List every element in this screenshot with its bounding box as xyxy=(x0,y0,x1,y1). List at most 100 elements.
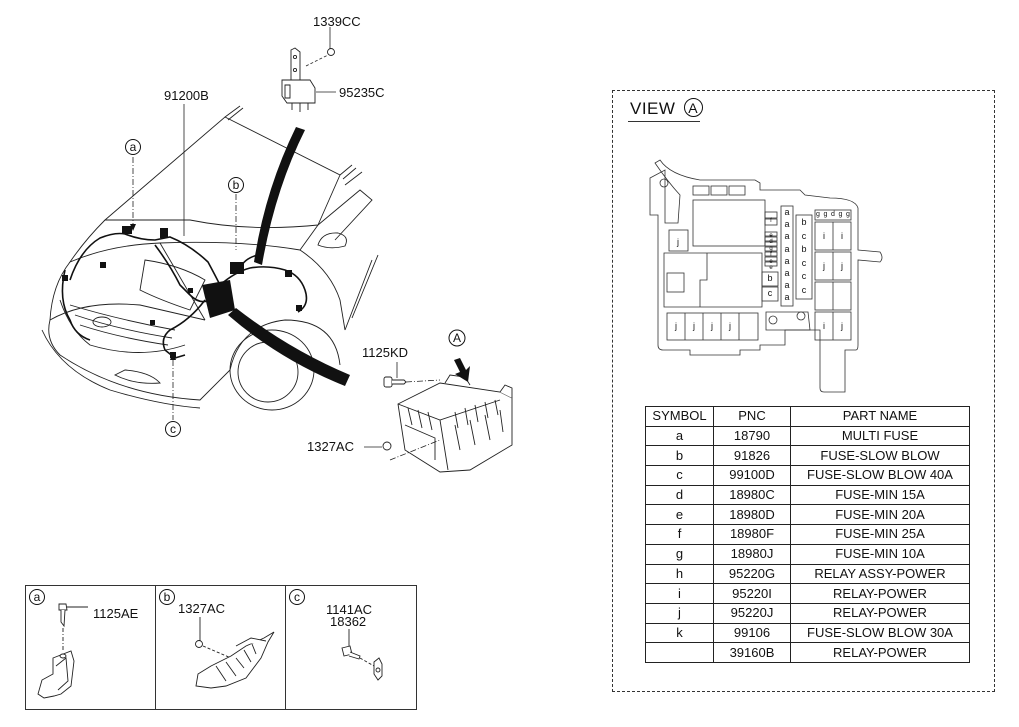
cell-pnc: 95220I xyxy=(713,583,791,604)
relay-slot-right: j xyxy=(841,321,843,331)
header-part-name: PART NAME xyxy=(790,406,970,427)
fuse-slot-mini: d xyxy=(831,211,835,218)
cell-symbol: f xyxy=(645,524,714,545)
cell-pnc: 95220G xyxy=(713,563,791,585)
callout-1125KD: 1125KD xyxy=(362,345,409,360)
cell-symbol: d xyxy=(645,484,714,506)
detail-boxes: a 1125AE b 1327AC xyxy=(25,585,417,710)
relay-slot-bottom: j xyxy=(693,321,695,331)
fuse-slot-bc: c xyxy=(801,271,807,281)
cell-symbol: k xyxy=(645,622,714,644)
callout-1327AC: 1327AC xyxy=(307,439,354,454)
fuse-slot-mini-left: g xyxy=(769,245,773,252)
cell-part-name: FUSE-MIN 15A xyxy=(790,484,970,506)
header-pnc: PNC xyxy=(713,406,791,427)
ground-bolt-drawing xyxy=(341,629,383,681)
grille xyxy=(59,299,186,353)
hood-outline xyxy=(68,219,319,264)
fuse-slot-mini: g xyxy=(838,211,843,218)
relay-slot-bottom: j xyxy=(675,321,677,331)
cell-pnc: 18980C xyxy=(713,484,791,506)
fusebox-bracket-drawing xyxy=(195,617,275,689)
fuse-slot-mini: g xyxy=(816,211,820,218)
cell-part-name: MULTI FUSE xyxy=(790,425,970,447)
cell-symbol: c xyxy=(645,465,714,486)
cell-pnc: 18980J xyxy=(713,543,791,565)
fuse-slot-left-bc: b xyxy=(767,273,773,283)
fuse-slot-a: a xyxy=(784,243,790,254)
detail-c-part-18362: 18362 xyxy=(330,614,367,629)
cell-symbol xyxy=(645,642,714,663)
fuse-slot-bc: c xyxy=(801,230,807,241)
symbol-b-marker: b xyxy=(228,177,244,193)
fuse-slot-a: a xyxy=(784,280,790,291)
fuse-slot-a: a xyxy=(784,255,790,266)
view-a-title: VIEW A xyxy=(630,98,703,119)
view-a-panel xyxy=(612,90,995,692)
relay-slot-bottom: j xyxy=(729,321,731,331)
cell-pnc: 39160B xyxy=(713,642,791,663)
relay-slot-bottom: j xyxy=(711,321,713,331)
fog-lamp xyxy=(113,369,161,384)
front-bumper xyxy=(48,319,231,401)
cell-part-name: FUSE-SLOW BLOW xyxy=(790,445,970,467)
callout-1339CC: 1339CC xyxy=(313,14,361,29)
relay-slot-right: j xyxy=(841,261,843,271)
cell-symbol: j xyxy=(645,602,714,624)
callout-91200B: 91200B xyxy=(164,88,209,103)
fuse-slot-a: a xyxy=(784,219,790,230)
fuse-slot-left-bc: c xyxy=(767,288,773,298)
fuse-slot-bc: b xyxy=(801,244,807,254)
cell-part-name: FUSE-SLOW BLOW 30A xyxy=(790,622,970,644)
relay-slot-right: i xyxy=(823,321,825,331)
cell-pnc: 99106 xyxy=(713,622,791,644)
cell-pnc: 99100D xyxy=(713,465,791,486)
side-mirror xyxy=(317,232,347,249)
bracket-clip-drawing xyxy=(37,603,88,699)
view-a-marker-label: A xyxy=(453,331,462,345)
fuse-slot-a: a xyxy=(784,268,790,278)
callout-strip-fusebox xyxy=(228,308,350,386)
bolt-1125KD-drawing xyxy=(383,376,407,388)
table-header-row: SYMBOL PNC PART NAME xyxy=(645,406,970,427)
headlamp xyxy=(139,259,206,311)
fuse-slot-a: a xyxy=(784,207,790,217)
detail-b-part-1327AC: 1327AC xyxy=(178,601,225,616)
fuse-slot-mini-left: e xyxy=(769,232,773,239)
relay-slot-right: j xyxy=(823,261,825,271)
fuse-slot-bc: c xyxy=(801,284,807,295)
cell-symbol: h xyxy=(645,563,714,585)
cell-part-name: FUSE-MIN 25A xyxy=(790,524,970,545)
cell-symbol: e xyxy=(645,504,714,526)
relay-95235C-drawing xyxy=(281,47,316,112)
symbol-c-marker: c xyxy=(165,421,181,437)
nut-1339CC-drawing xyxy=(327,48,335,56)
relay-slot-right: i xyxy=(841,231,843,241)
cell-part-name: RELAY-POWER xyxy=(790,583,970,604)
view-a-marker-circle xyxy=(448,329,466,347)
symbol-a-marker: a xyxy=(125,139,141,155)
callout-strip-relay xyxy=(254,127,305,265)
detail-c-symbol: c xyxy=(289,589,305,605)
fuse-relay-box-top-view: j xyxy=(649,159,883,393)
detail-box-b: b 1327AC xyxy=(156,586,286,709)
header-symbol: SYMBOL xyxy=(645,406,714,427)
view-a-arrow xyxy=(454,358,470,382)
cell-symbol: b xyxy=(645,445,714,467)
cell-symbol: i xyxy=(645,583,714,604)
cell-pnc: 18980D xyxy=(713,504,791,526)
fuse-slot-mini-left: f xyxy=(770,218,772,224)
cell-part-name: FUSE-SLOW BLOW 40A xyxy=(790,465,970,486)
detail-box-a: a 1125AE xyxy=(26,586,156,709)
cell-symbol: a xyxy=(645,425,714,447)
fuse-slot-a: a xyxy=(784,231,790,242)
